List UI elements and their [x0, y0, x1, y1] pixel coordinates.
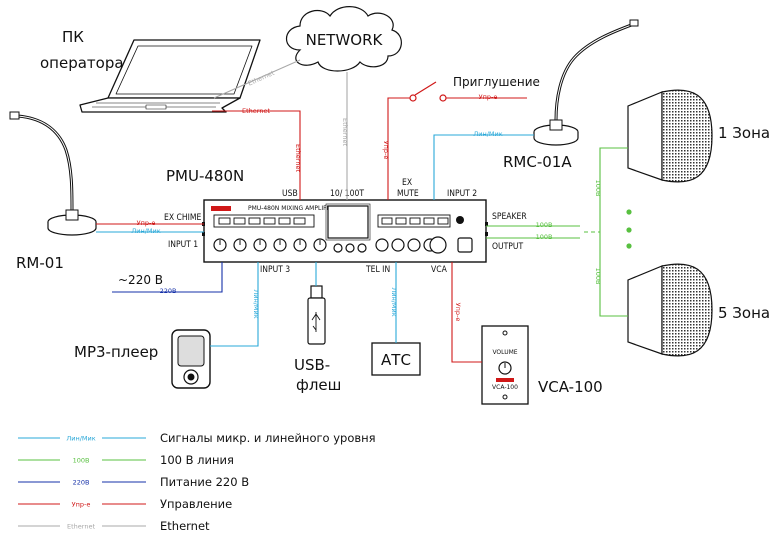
wire-label-ethernet-usb-vertical: Ethernet: [294, 144, 302, 172]
vca-volume-print: VOLUME: [492, 349, 517, 356]
line100-wire-zone5: [599, 232, 628, 317]
wire-label-line100: 100В: [536, 233, 553, 241]
wire-label-ethernet-usb: Ethernet: [242, 107, 270, 115]
mp3-player-icon: [171, 329, 211, 389]
legend-wire-label: Упр-е: [72, 501, 91, 509]
control-wire-usb: [212, 110, 301, 200]
zone5-label: 5 Зона: [718, 304, 770, 322]
legend-text: Управление: [160, 497, 232, 511]
wire-label-control: Упр-е: [479, 93, 498, 101]
port-input1: INPUT 1: [168, 240, 198, 250]
legend-wire-label: Ethernet: [67, 523, 95, 531]
vca-panel-icon: VOLUME VCA-100: [481, 325, 529, 405]
vca-label: VCA-100: [538, 378, 603, 396]
power-wire: [112, 262, 223, 293]
zone1-label: 1 Зона: [718, 124, 770, 142]
port-vca: VCA: [431, 265, 448, 275]
mp3-label: MP3-плеер: [74, 343, 158, 361]
legend-item: 100В 100 В линия: [18, 453, 234, 467]
port-output: OUTPUT: [492, 242, 523, 252]
legend-wire-label: 100В: [73, 457, 90, 465]
rmc-microphone-icon: [533, 19, 639, 146]
usb-flash-label: USB- флеш: [294, 356, 341, 394]
wire-label-ethernet: Ethernet: [341, 118, 349, 146]
wire-label-line100: 100В: [594, 268, 602, 285]
atc-label: АТС: [381, 351, 411, 369]
port-tel-in: TEL IN: [365, 265, 390, 275]
ethernet-wire-laptop-network: [213, 59, 301, 99]
port-speaker: SPEAKER: [492, 212, 527, 222]
speaker-zone1-icon: [627, 89, 713, 183]
signal-wire-rmc: [433, 134, 534, 200]
wires: [96, 59, 628, 363]
legend-item: Лин/Мик Сигналы микр. и линейного уровня: [18, 431, 376, 445]
legend-wire-label: Лин/Мик: [66, 435, 95, 443]
mute-switch-icon: [409, 81, 447, 102]
svg-text:MUTE: MUTE: [397, 189, 419, 199]
line100-wire-zone1: [599, 147, 628, 232]
wire-label-control: Упр-е: [137, 219, 156, 227]
legend-text: Ethernet: [160, 519, 210, 533]
rm01-microphone-icon: [9, 111, 97, 236]
signal-wire-mp3: [210, 262, 259, 347]
power-input-label: ~220 В: [118, 273, 163, 287]
legend-item: Упр-е Управление: [18, 497, 232, 511]
legend: Лин/Мик Сигналы микр. и линейного уровня 1…: [18, 431, 376, 533]
wire-label-signal: Лин/Мик: [131, 227, 160, 235]
svg-text:флеш: флеш: [296, 376, 341, 394]
port-usb: USB: [282, 189, 298, 199]
wire-label-power: 220В: [160, 287, 177, 295]
wire-label-signal: Лин/Мик: [473, 130, 502, 138]
port-input3: INPUT 3: [260, 265, 290, 275]
mute-switch-label: Приглушение: [453, 75, 540, 89]
legend-text: Питание 220 В: [160, 475, 249, 489]
legend-item: 220В Питание 220 В: [18, 475, 249, 489]
legend-wire-label: 220В: [73, 479, 90, 487]
pc-label: ПК оператора: [40, 28, 124, 72]
port-ex-mute: EX: [402, 178, 412, 188]
svg-text:ПК: ПК: [62, 28, 84, 46]
vca-model-print: VCA-100: [492, 384, 518, 391]
usb-flash-icon: [307, 285, 326, 345]
wire-label-line100: 100В: [536, 221, 553, 229]
port-input2: INPUT 2: [447, 189, 477, 199]
svg-text:оператора: оператора: [40, 54, 124, 72]
svg-text:USB-: USB-: [294, 356, 330, 374]
speaker-zone5-icon: [627, 263, 713, 357]
zone-ellipsis-dots: [626, 209, 632, 249]
control-wire-mute: [387, 97, 410, 200]
legend-text: Сигналы микр. и линейного уровня: [160, 431, 376, 445]
amplifier-front-panel: PMU-480N MIXING AMPLIFIER: [202, 199, 488, 263]
legend-text: 100 В линия: [160, 453, 234, 467]
wire-label-ethernet: Ethernet: [247, 69, 276, 88]
network-cloud: NETWORK: [285, 6, 402, 72]
atc-box: [371, 342, 421, 376]
rmc-label: RMC-01A: [503, 153, 572, 171]
network-label: NETWORK: [306, 31, 384, 49]
wire-label-line100: 100В: [594, 180, 602, 197]
control-wire-vca: [451, 262, 482, 363]
port-ex-chime: EX CHIME: [164, 213, 201, 223]
rm01-label: RM-01: [16, 254, 64, 272]
wire-label-control: Упр-е: [382, 141, 390, 160]
wire-label-signal: Лин/Мик: [390, 287, 398, 316]
wire-label-control: Упр-е: [454, 303, 462, 322]
amp-model-print: PMU-480N MIXING AMPLIFIER: [248, 205, 336, 212]
wire-label-signal: Лин/Мик: [252, 289, 260, 318]
amplifier-label: PMU-480N: [166, 167, 244, 185]
laptop-icon: [79, 39, 261, 113]
legend-item: Ethernet Ethernet: [18, 519, 210, 533]
